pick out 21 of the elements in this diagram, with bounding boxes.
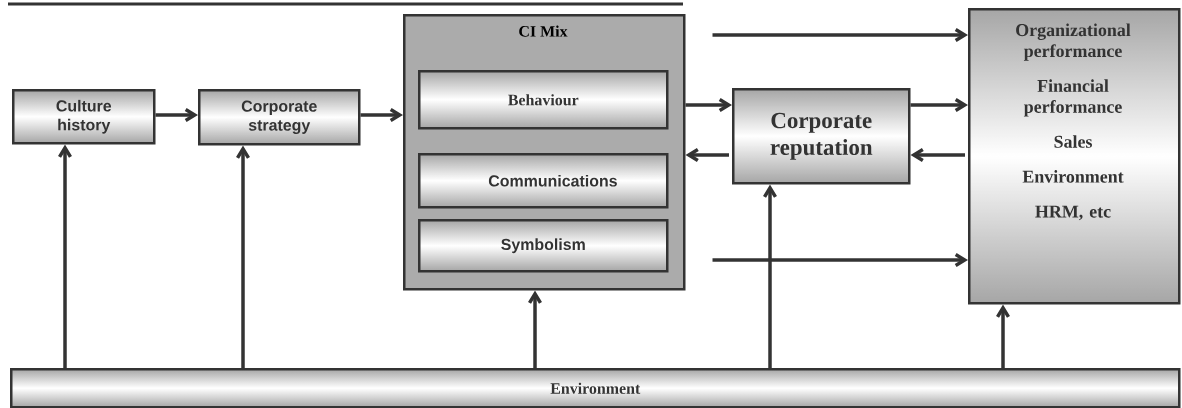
arrow <box>910 98 968 112</box>
process-box: Culture history <box>12 89 156 145</box>
arrow <box>712 253 968 267</box>
band: Environment <box>10 368 1181 408</box>
process-box: Corporate reputation <box>732 88 911 185</box>
arrow <box>685 148 729 162</box>
arrow <box>763 184 777 368</box>
arrow <box>910 148 965 162</box>
arrow <box>155 108 198 122</box>
arrow <box>360 108 403 122</box>
arrow <box>712 28 968 42</box>
process-box: Corporate strategy <box>198 89 361 146</box>
outcome-box: Organizational performance Financial performance Sales Environment HRM, etc <box>968 8 1181 305</box>
arrow <box>58 144 72 368</box>
process-box: Symbolism <box>418 219 669 273</box>
arrow <box>528 290 542 368</box>
process-box: Behaviour <box>418 70 669 130</box>
process-box: Communications <box>418 153 669 209</box>
arrow <box>996 304 1010 368</box>
arrow <box>236 145 250 368</box>
arrow <box>685 98 732 112</box>
